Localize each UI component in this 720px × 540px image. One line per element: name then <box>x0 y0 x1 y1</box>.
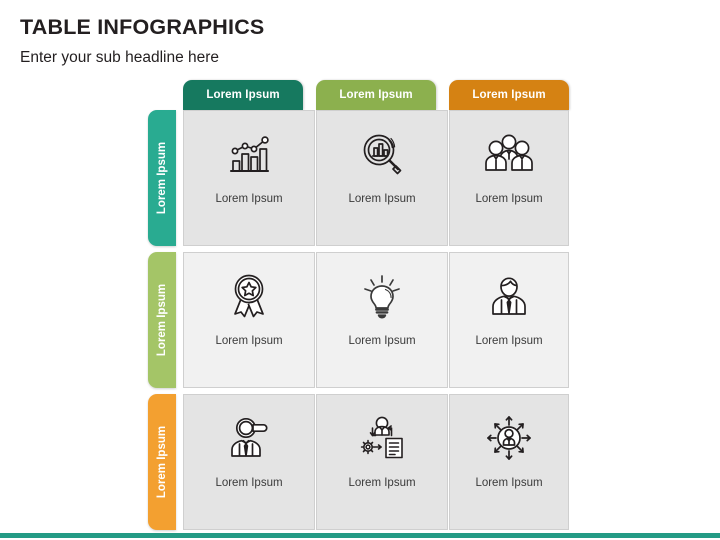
page-subtitle: Enter your sub headline here <box>20 49 220 66</box>
row-header-3-label: Lorem Ipsum <box>156 425 168 499</box>
table-cell-r1c2[interactable]: Lorem Ipsum <box>316 110 448 246</box>
column-header-1[interactable]: Lorem Ipsum <box>183 80 303 110</box>
column-header-1-label: Lorem Ipsum <box>206 89 280 101</box>
person-network-arrows-icon <box>484 401 534 475</box>
table-cell-r3c1[interactable]: Lorem Ipsum <box>183 394 315 530</box>
table-cell-r2c2[interactable]: Lorem Ipsum <box>316 252 448 388</box>
award-ribbon-star-icon <box>227 259 271 333</box>
bar-chart-growth-icon <box>226 117 272 191</box>
table-cell-r2c2-label: Lorem Ipsum <box>348 335 416 347</box>
row-header-2[interactable]: Lorem Ipsum <box>148 252 176 388</box>
row-header-2-label: Lorem Ipsum <box>156 283 168 357</box>
row-header-1-label: Lorem Ipsum <box>156 141 168 215</box>
table-cell-r3c2[interactable]: Lorem Ipsum <box>316 394 448 530</box>
table-cell-r2c1-label: Lorem Ipsum <box>215 335 283 347</box>
table-cell-r2c3[interactable]: Lorem Ipsum <box>449 252 569 388</box>
row-header-3[interactable]: Lorem Ipsum <box>148 394 176 530</box>
table-cell-r2c3-label: Lorem Ipsum <box>475 335 543 347</box>
process-gear-document-icon <box>357 401 407 475</box>
table-cell-r1c1-label: Lorem Ipsum <box>215 193 283 205</box>
magnifier-bar-chart-icon <box>359 117 405 191</box>
table-cell-r1c2-label: Lorem Ipsum <box>348 193 416 205</box>
column-header-3-label: Lorem Ipsum <box>472 89 546 101</box>
table-cell-r3c2-label: Lorem Ipsum <box>348 477 416 489</box>
table-cell-r1c3[interactable]: Lorem Ipsum <box>449 110 569 246</box>
table-cell-r3c3-label: Lorem Ipsum <box>475 477 543 489</box>
team-group-icon <box>483 117 535 191</box>
table-cell-r3c1-label: Lorem Ipsum <box>215 477 283 489</box>
page-title: TABLE INFOGRAPHICS <box>20 15 265 39</box>
table-cell-r2c1[interactable]: Lorem Ipsum <box>183 252 315 388</box>
table-cell-r3c3[interactable]: Lorem Ipsum <box>449 394 569 530</box>
infographic-table: Lorem Ipsum Lorem Ipsum Lorem Ipsum Lore… <box>148 80 570 530</box>
table-cell-r1c1[interactable]: Lorem Ipsum <box>183 110 315 246</box>
row-header-1[interactable]: Lorem Ipsum <box>148 110 176 246</box>
column-header-2-label: Lorem Ipsum <box>339 89 413 101</box>
footer-accent-bar <box>0 533 720 538</box>
lightbulb-idea-icon <box>360 259 404 333</box>
person-search-recruit-icon <box>225 401 273 475</box>
column-header-2[interactable]: Lorem Ipsum <box>316 80 436 110</box>
column-header-3[interactable]: Lorem Ipsum <box>449 80 569 110</box>
businessperson-icon <box>487 259 531 333</box>
table-cell-r1c3-label: Lorem Ipsum <box>475 193 543 205</box>
